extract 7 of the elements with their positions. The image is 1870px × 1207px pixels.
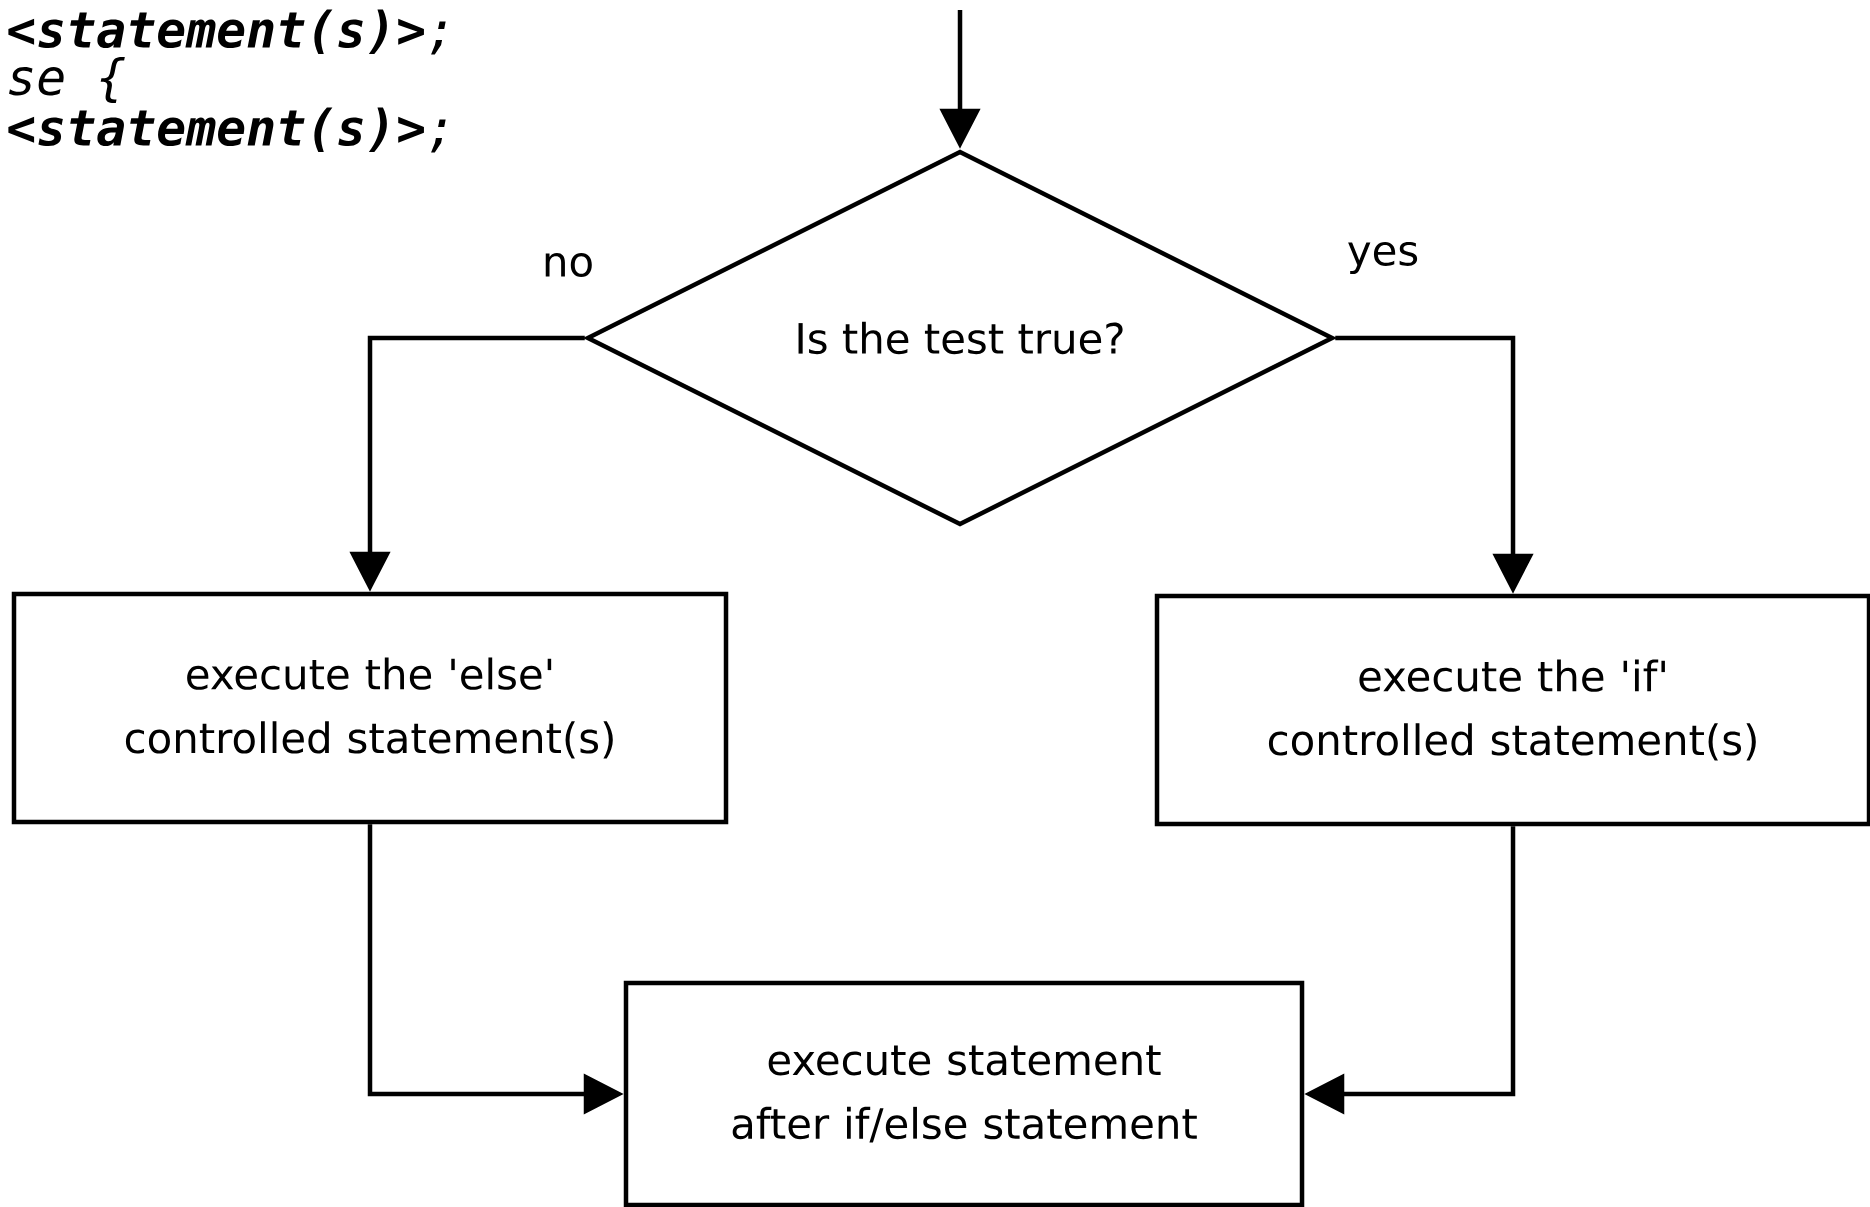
code-line: <statement(s)>; <box>8 9 446 55</box>
process-box: execute statement after if/else statement <box>623 980 1305 1207</box>
code-line: <statement(s)>; <box>8 107 446 153</box>
process-box: execute the 'if' controlled statement(s) <box>1154 593 1870 827</box>
edge-label: yes <box>1344 239 1422 277</box>
process-box: execute the 'else' controlled statement(s) <box>11 591 729 825</box>
code-line: se { <box>9 57 125 103</box>
